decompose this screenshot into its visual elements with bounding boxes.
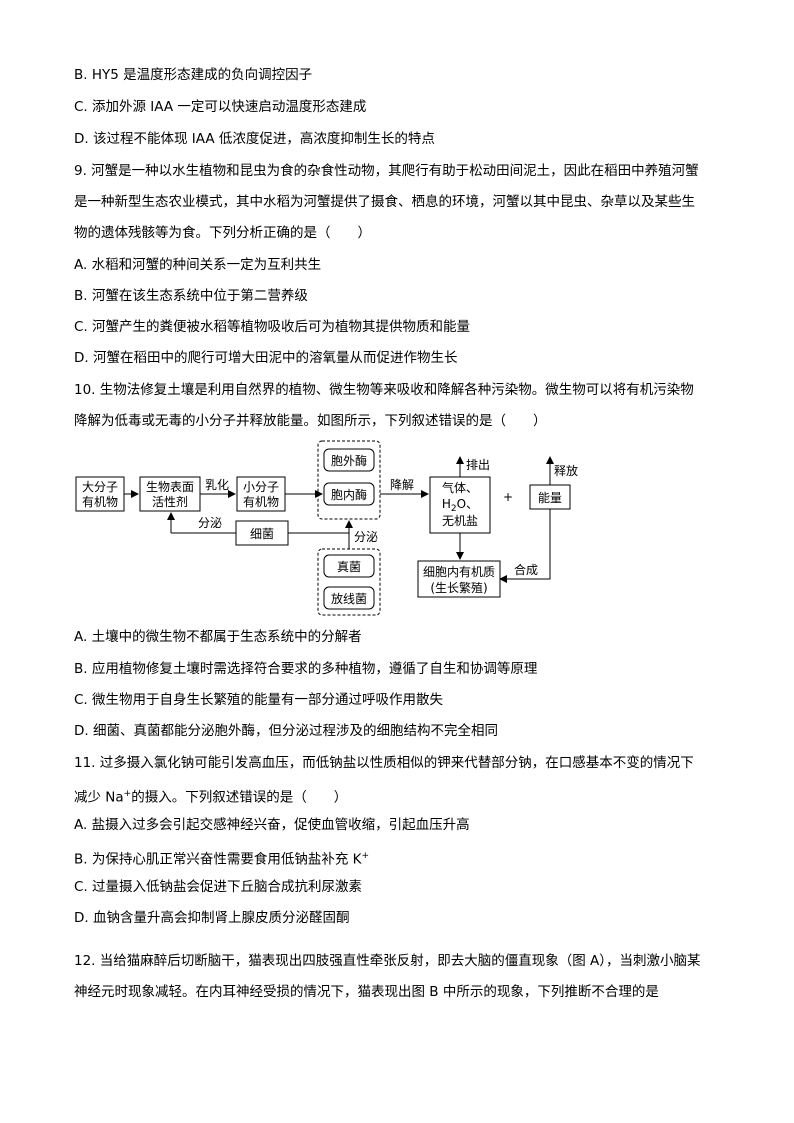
- q11-stem-pre: 减少 Na: [74, 789, 124, 806]
- q9-stem-line1: 9. 河蟹是一种以水生植物和昆虫为食的杂食性动物，其爬行有助于松动田间泥土，因此…: [74, 163, 699, 179]
- actinomycetes-label: 放线菌: [331, 591, 367, 606]
- products-sub: 2: [451, 504, 457, 514]
- small-organic-box: 小分子 有机物: [236, 476, 286, 512]
- fungi-box: 真菌: [323, 554, 375, 578]
- q12-stem-line1: 12. 当给猫麻醉后切断脑干，猫表现出四肢强直性牵张反射，即去大脑的僵直现象（图…: [74, 953, 701, 969]
- secrete-left-label: 分泌: [198, 516, 222, 530]
- q8-option-d: D. 该过程不能体现 IAA 低浓度促进，高浓度抑制生长的特点: [74, 131, 435, 147]
- products-o: O、: [457, 497, 478, 511]
- bioremediation-diagram: 大分子 有机物 生物表面 活性剂 乳化 小分子 有机物 胞外酶 胞内酶 降解 气…: [75, 440, 578, 616]
- q11-option-a: A. 盐摄入过多会引起交感神经兴奋，促使血管收缩，引起血压升高: [74, 817, 470, 833]
- extracellular-enzyme-box: 胞外酶: [323, 448, 375, 472]
- cell-label-1: 细胞内有机质: [423, 565, 495, 579]
- q11-option-b-text: B. 为保持心肌正常兴奋性需要食用低钠盐补充 K: [74, 851, 362, 868]
- q11-option-b: B. 为保持心肌正常兴奋性需要食用低钠盐补充 K+: [74, 846, 369, 870]
- bacteria-box: 细菌: [235, 520, 289, 546]
- bacteria-label: 细菌: [250, 527, 274, 541]
- products-label-1: 气体、: [442, 480, 478, 495]
- products-label-3: 无机盐: [442, 514, 478, 528]
- plus-sign: +: [503, 490, 513, 504]
- secrete-right-label: 分泌: [354, 530, 378, 544]
- macro-organic-box: 大分子 有机物: [75, 476, 125, 512]
- extracellular-enzyme-label: 胞外酶: [331, 453, 367, 468]
- q11-stem-sup: +: [123, 789, 132, 799]
- q10-option-d: D. 细菌、真菌都能分泌胞外酶，但分泌过程涉及的细胞结构不完全相同: [74, 723, 498, 739]
- surfactant-label-2: 活性剂: [152, 494, 188, 509]
- q10-stem-line1: 10. 生物法修复土壤是利用自然界的植物、微生物等来吸收和降解各种污染物。微生物…: [74, 382, 694, 398]
- q11-stem-post: 的摄入。下列叙述错误的是（ ）: [131, 789, 348, 806]
- svg-text:H2O、: H2O、: [442, 497, 478, 514]
- q9-option-d: D. 河蟹在稻田中的爬行可增大田泥中的溶氧量从而促进作物生长: [74, 350, 458, 366]
- q11-option-c: C. 过量摄入低钠盐会促进下丘脑合成抗利尿激素: [74, 879, 363, 895]
- q11-option-b-sup: +: [361, 851, 370, 861]
- q8-option-b: B. HY5 是温度形态建成的负向调控因子: [74, 67, 313, 83]
- q10-option-a: A. 土壤中的微生物不都属于生态系统中的分解者: [74, 629, 362, 645]
- q10-option-c: C. 微生物用于自身生长繁殖的能量有一部分通过呼吸作用散失: [74, 692, 444, 708]
- small-label-1: 小分子: [243, 480, 279, 494]
- fungi-label: 真菌: [337, 560, 361, 574]
- release-label: 释放: [554, 463, 578, 478]
- q9-stem-line2: 是一种新型生态农业模式，其中水稻为河蟹提供了摄食、栖息的环境，河蟹以其中昆虫、杂…: [74, 194, 695, 210]
- cell-label-2: (生长繁殖): [430, 580, 487, 595]
- q11-stem-line1: 11. 过多摄入氯化钠可能引发高血压，而低钠盐以性质相似的钾来代替部分钠，在口感…: [74, 755, 694, 771]
- actinomycetes-box: 放线菌: [323, 586, 375, 610]
- cell-organic-box: 细胞内有机质 (生长繁殖): [417, 560, 501, 598]
- q10-stem-line2: 降解为低毒或无毒的小分子并释放能量。如图所示，下列叙述错误的是（ ）: [74, 413, 547, 429]
- excrete-label: 排出: [466, 458, 490, 472]
- emulsify-label: 乳化: [205, 478, 229, 492]
- products-box: 气体、 H2O、 无机盐: [429, 476, 491, 534]
- surfactant-label-1: 生物表面: [146, 480, 194, 494]
- q10-option-b: B. 应用植物修复土壤时需选择符合要求的多种植物，遵循了自生和协调等原理: [74, 661, 538, 677]
- energy-box: 能量: [529, 484, 571, 510]
- q8-option-c: C. 添加外源 IAA 一定可以快速启动温度形态建成: [74, 99, 367, 115]
- intracellular-enzyme-box: 胞内酶: [323, 482, 375, 506]
- degrade-label: 降解: [390, 478, 414, 492]
- q11-option-d: D. 血钠含量升高会抑制肾上腺皮质分泌醛固酮: [74, 910, 350, 926]
- synth-label: 合成: [514, 562, 538, 577]
- products-h: H: [442, 497, 451, 511]
- macro-label-1: 大分子: [82, 480, 118, 494]
- q9-option-a: A. 水稻和河蟹的种间关系一定为互利共生: [74, 257, 322, 273]
- q9-option-b: B. 河蟹在该生态系统中位于第二营养级: [74, 288, 308, 304]
- q11-stem-line2: 减少 Na+的摄入。下列叙述错误的是（ ）: [74, 784, 347, 808]
- q9-stem-line3: 物的遗体残骸等为食。下列分析正确的是（ ）: [74, 225, 371, 241]
- macro-label-2: 有机物: [82, 495, 118, 509]
- intracellular-enzyme-label: 胞内酶: [331, 487, 367, 502]
- small-label-2: 有机物: [243, 495, 279, 509]
- q12-stem-line2: 神经元时现象减轻。在内耳神经受损的情况下，猫表现出图 B 中所示的现象，下列推断…: [74, 984, 659, 1000]
- surfactant-box: 生物表面 活性剂: [139, 476, 201, 512]
- energy-label: 能量: [538, 491, 562, 505]
- q9-option-c: C. 河蟹产生的粪便被水稻等植物吸收后可为植物其提供物质和能量: [74, 319, 471, 335]
